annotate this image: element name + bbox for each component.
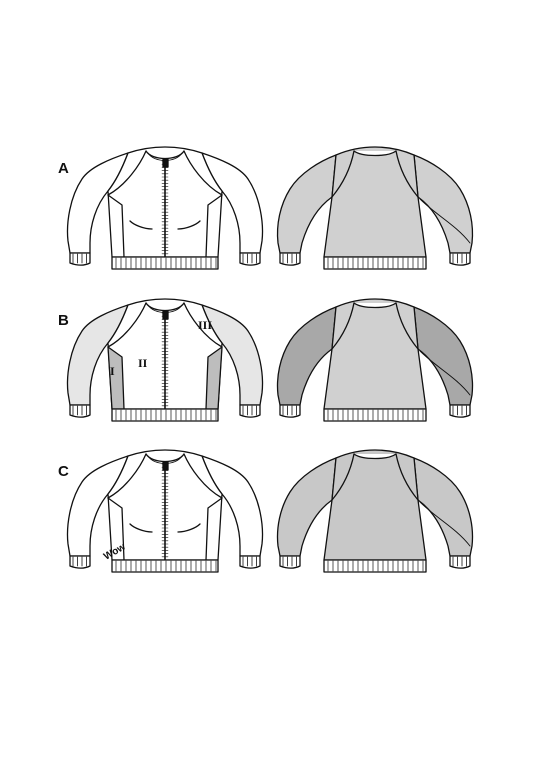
back-left-cuff bbox=[279, 404, 301, 418]
left-cuff bbox=[69, 404, 91, 418]
raglan-seam bbox=[107, 302, 147, 348]
back-right-cuff bbox=[449, 252, 471, 266]
back-left-sleeve bbox=[276, 154, 337, 254]
zipper-pull bbox=[162, 158, 169, 168]
side-seam bbox=[107, 194, 125, 258]
back-left-cuff bbox=[279, 252, 301, 266]
side-seam bbox=[205, 497, 223, 561]
back-left-sleeve bbox=[276, 306, 337, 406]
back-view-a bbox=[276, 146, 474, 270]
back-body bbox=[323, 298, 427, 410]
pocket-right bbox=[177, 220, 201, 230]
sleeve-fold bbox=[419, 501, 471, 547]
right-cuff bbox=[239, 555, 261, 569]
waistband bbox=[111, 559, 219, 573]
left-cuff bbox=[69, 555, 91, 569]
back-waistband bbox=[323, 256, 427, 270]
variant-label-b: B bbox=[58, 312, 69, 329]
panel-label-i: I bbox=[110, 364, 115, 378]
back-waistband bbox=[323, 559, 427, 573]
raglan-seam bbox=[395, 150, 419, 198]
pocket-left bbox=[129, 523, 153, 533]
variant-label-c: C bbox=[58, 463, 69, 480]
left-cuff bbox=[69, 252, 91, 266]
back-right-sleeve bbox=[413, 306, 474, 406]
back-view-b bbox=[276, 298, 474, 422]
back-left-cuff bbox=[279, 555, 301, 569]
variant-label-a: A bbox=[58, 160, 69, 177]
right-cuff bbox=[239, 404, 261, 418]
right-cuff bbox=[239, 252, 261, 266]
back-neckline bbox=[353, 453, 397, 460]
sleeve-fold bbox=[419, 198, 471, 244]
raglan-seam bbox=[107, 453, 147, 499]
side-panel-right bbox=[205, 346, 223, 410]
pocket-right bbox=[177, 523, 201, 533]
waistband bbox=[111, 408, 219, 422]
front-view-c: Wow bbox=[66, 449, 264, 573]
panel-label-iii: III bbox=[198, 318, 212, 332]
pocket-left bbox=[129, 220, 153, 230]
raglan-seam bbox=[183, 453, 223, 499]
raglan-seam bbox=[183, 150, 223, 196]
raglan-seam bbox=[183, 302, 223, 348]
sleeve-fold bbox=[419, 350, 471, 396]
back-right-sleeve bbox=[413, 457, 474, 557]
back-right-cuff bbox=[449, 404, 471, 418]
side-panel-left bbox=[107, 346, 125, 410]
back-body bbox=[323, 146, 427, 258]
zipper-pull bbox=[162, 461, 169, 471]
side-seam bbox=[107, 497, 125, 561]
raglan-seam bbox=[331, 150, 355, 198]
raglan-seam bbox=[331, 302, 355, 350]
raglan-seam bbox=[331, 453, 355, 501]
back-view-c bbox=[276, 449, 474, 573]
raglan-seam bbox=[107, 150, 147, 196]
back-body bbox=[323, 449, 427, 561]
waistband bbox=[111, 256, 219, 270]
back-right-sleeve bbox=[413, 154, 474, 254]
back-right-cuff bbox=[449, 555, 471, 569]
back-neckline bbox=[353, 150, 397, 157]
panel-label-ii: II bbox=[138, 356, 148, 370]
back-waistband bbox=[323, 408, 427, 422]
zipper-pull bbox=[162, 310, 169, 320]
front-view-a bbox=[66, 146, 264, 270]
back-left-sleeve bbox=[276, 457, 337, 557]
raglan-seam bbox=[395, 453, 419, 501]
side-seam bbox=[205, 194, 223, 258]
raglan-seam bbox=[395, 302, 419, 350]
back-neckline bbox=[353, 302, 397, 309]
